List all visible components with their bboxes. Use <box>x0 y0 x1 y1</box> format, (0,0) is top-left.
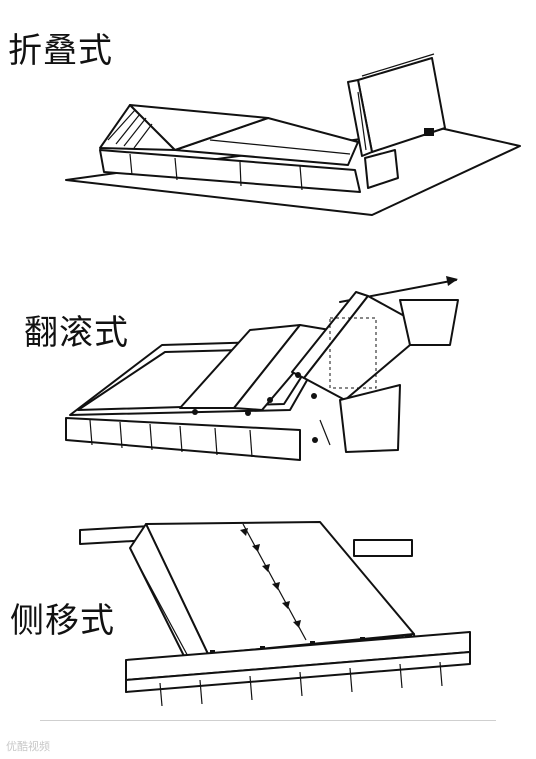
side-shift-type-label: 侧移式 <box>10 601 115 641</box>
rolling-type-label: 翻滚式 <box>24 313 129 353</box>
folding-hatch-cover <box>65 53 521 216</box>
watermark: 优酷视频 <box>6 740 50 753</box>
divider <box>40 720 496 721</box>
side-shift-hatch-cover <box>79 521 471 707</box>
rolling-hatch-cover <box>65 276 459 461</box>
folding-type-label: 折叠式 <box>8 31 113 71</box>
